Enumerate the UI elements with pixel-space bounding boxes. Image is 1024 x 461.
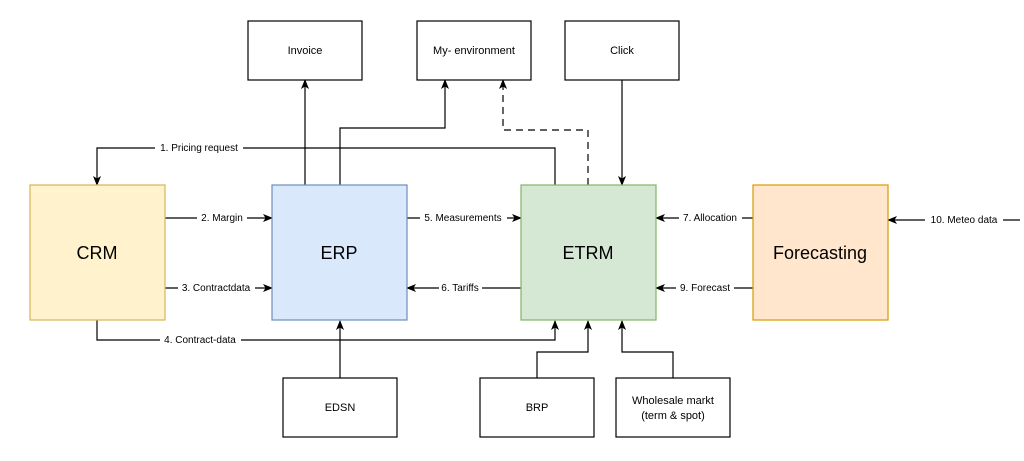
label-allocation: 7. Allocation [679, 211, 742, 224]
wholesale-label-line2: (term & spot) [641, 410, 705, 422]
label-tariffs: 6. Tariffs [439, 281, 482, 294]
wholesale-label-line1: Wholesale markt [632, 395, 714, 407]
forecasting-label: Forecasting [773, 243, 867, 263]
label-meteo-data: 10. Meteo data [925, 213, 1003, 226]
svg-text:3. Contractdata: 3. Contractdata [182, 283, 251, 294]
edge-wholesale-etrm [618, 320, 674, 378]
edsn-box: EDSN [282, 377, 398, 438]
svg-text:5. Measurements: 5. Measurements [424, 213, 501, 224]
edsn-label: EDSN [325, 402, 356, 414]
svg-text:6. Tariffs: 6. Tariffs [441, 283, 478, 294]
svg-text:7. Allocation: 7. Allocation [683, 213, 737, 224]
my-environment-box: My- environment [416, 20, 532, 81]
svg-text:2. Margin: 2. Margin [201, 213, 243, 224]
etrm-label: ETRM [563, 243, 614, 263]
label-margin: 2. Margin [197, 211, 247, 224]
label-contract-data: 4. Contract-data [160, 333, 241, 346]
erp-box: ERP [271, 184, 408, 321]
svg-text:4. Contract-data: 4. Contract-data [164, 335, 236, 346]
crm-label: CRM [77, 243, 118, 263]
erp-label: ERP [320, 243, 357, 263]
svg-text:1. Pricing request: 1. Pricing request [160, 143, 238, 154]
invoice-label: Invoice [288, 45, 323, 57]
wholesale-markt-box: Wholesale markt (term & spot) [615, 377, 731, 438]
label-measurements: 5. Measurements [420, 211, 507, 224]
edge-etrm-my-environment [499, 79, 589, 185]
label-forecast: 9. Forecast [676, 281, 734, 294]
click-label: Click [610, 45, 634, 57]
forecasting-box: Forecasting [752, 184, 889, 321]
label-contractdata: 3. Contractdata [178, 281, 255, 294]
invoice-box: Invoice [247, 20, 363, 81]
crm-box: CRM [29, 184, 166, 321]
edge-brp-etrm [536, 320, 592, 378]
edge-pricing-request [93, 147, 559, 194]
my-environment-label: My- environment [433, 45, 515, 57]
click-box: Click [564, 20, 680, 81]
edge-erp-my-environment [336, 79, 449, 194]
edge-contract-data [96, 320, 559, 341]
etrm-box: ETRM [520, 184, 657, 321]
svg-text:9. Forecast: 9. Forecast [680, 283, 730, 294]
label-pricing-request: 1. Pricing request [155, 141, 243, 154]
brp-label: BRP [526, 402, 549, 414]
brp-box: BRP [479, 377, 595, 438]
svg-text:10. Meteo data: 10. Meteo data [931, 215, 998, 226]
